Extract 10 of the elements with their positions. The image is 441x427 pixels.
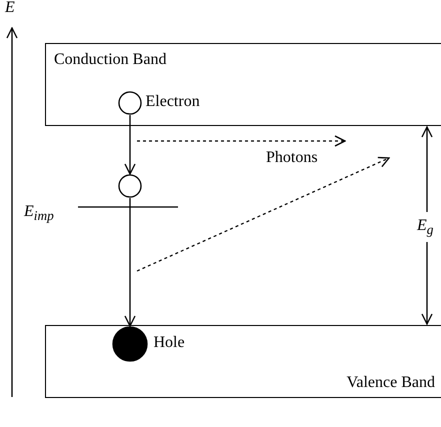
- band-label: Valence Band: [346, 375, 435, 391]
- band-label: Conduction Band: [54, 52, 166, 68]
- level-label: E$_{imp}$: [24, 204, 54, 223]
- conduction-band: [45, 43, 441, 126]
- gap-label: E$_{g}$: [417, 218, 434, 237]
- valence-band: [45, 325, 441, 398]
- transition-arrow: [124, 115, 136, 175]
- transition-arrow: [124, 198, 136, 327]
- particle-label: Electron: [146, 94, 200, 110]
- particle-label: Hole: [154, 334, 185, 350]
